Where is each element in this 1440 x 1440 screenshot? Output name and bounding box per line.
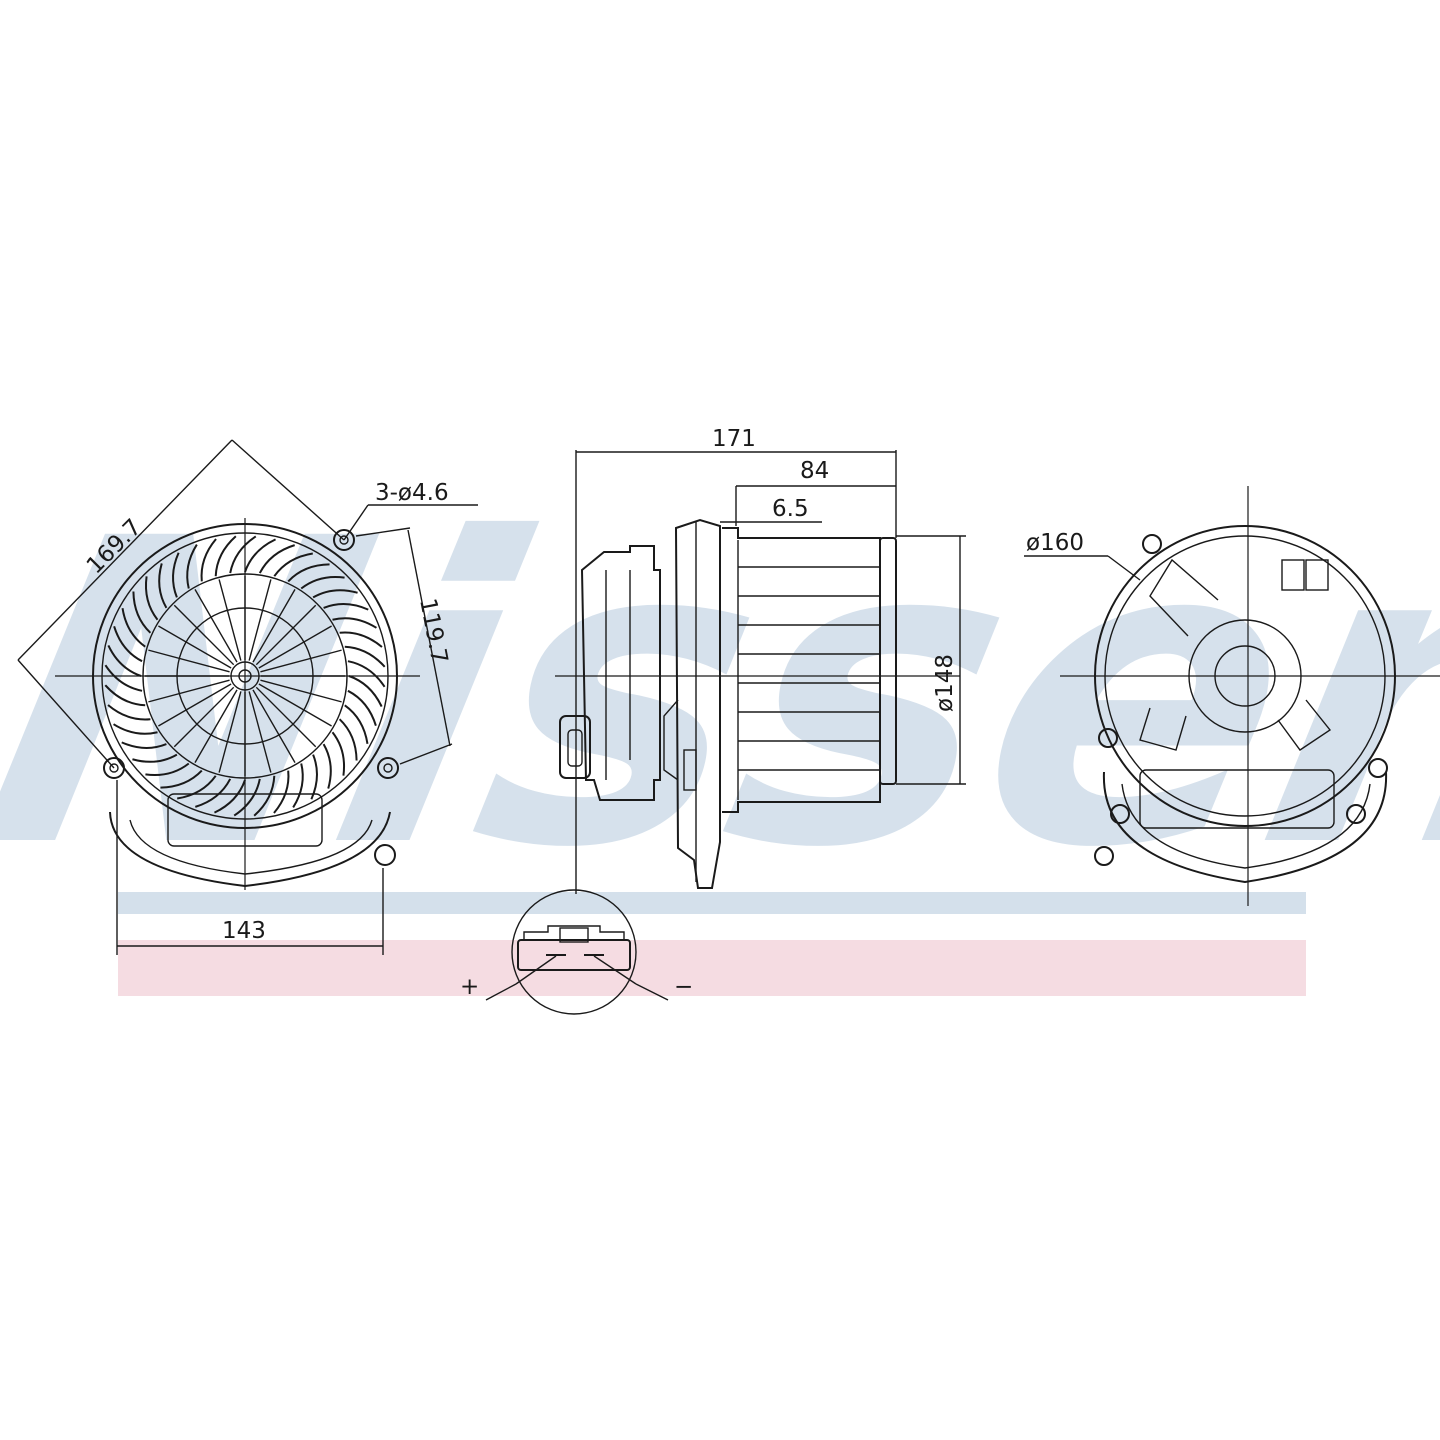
fan-blade xyxy=(121,741,167,749)
mount-hole-4 xyxy=(374,844,396,866)
fan-blade xyxy=(104,684,146,707)
fan-blade xyxy=(244,538,276,573)
rear-view: ø160 xyxy=(1024,486,1440,906)
fan-blade xyxy=(339,631,383,648)
motor-ribs xyxy=(738,566,880,771)
fan-spoke xyxy=(148,679,230,703)
fan-spoke xyxy=(194,689,238,763)
connector-minus-label: − xyxy=(674,974,693,1000)
fan-spoke xyxy=(252,589,296,663)
fan-blades xyxy=(104,535,386,817)
fan-blade xyxy=(200,538,217,582)
fan-blade xyxy=(158,563,168,609)
fan-spoke xyxy=(260,649,342,673)
fan-spoke xyxy=(248,579,272,661)
fan-blade xyxy=(273,770,290,814)
fan-blade xyxy=(214,779,246,814)
fan-blade xyxy=(107,704,151,721)
fan-spoke xyxy=(218,691,242,773)
mount-hole-1 xyxy=(333,529,355,551)
fan-blade xyxy=(132,591,152,634)
fan-spoke xyxy=(252,689,296,763)
fan-blade xyxy=(113,723,158,735)
fan-blade xyxy=(347,660,386,688)
fan-blade xyxy=(292,763,304,808)
fan-blade xyxy=(104,664,143,692)
fan-blade xyxy=(160,769,203,789)
fan-blade xyxy=(107,645,142,677)
fan-blade xyxy=(344,704,369,744)
side-view: 171 84 6.5 ø148 xyxy=(555,426,966,894)
connector-detail: + − xyxy=(460,889,693,1015)
fan-spoke xyxy=(260,679,342,703)
fan-blade xyxy=(348,675,383,707)
fan-spokes xyxy=(145,576,345,776)
fan-blade xyxy=(338,718,358,761)
fan-spoke xyxy=(248,691,272,773)
fan-spoke xyxy=(218,579,242,661)
dim-total-length: 171 xyxy=(712,426,756,452)
fan-blade xyxy=(287,563,330,583)
fan-spoke xyxy=(255,604,317,666)
fan-blade xyxy=(214,535,237,577)
fan-blade xyxy=(310,754,318,800)
fan-blade xyxy=(121,608,146,648)
fan-blade xyxy=(258,544,295,574)
fan-blade xyxy=(172,552,180,598)
fan-spoke xyxy=(173,686,235,748)
fan-spoke xyxy=(148,649,230,673)
fan-blade xyxy=(331,731,345,776)
fan-spoke xyxy=(255,686,317,748)
fan-blade xyxy=(253,775,276,817)
watermark-band-pink xyxy=(118,940,1306,996)
fan-blade xyxy=(195,778,232,808)
fan-blade xyxy=(323,603,369,611)
fan-spoke xyxy=(258,625,332,669)
fan-spoke xyxy=(158,683,232,727)
fan-spoke xyxy=(173,604,235,666)
dim-holes: 3-ø4.6 xyxy=(375,480,449,506)
fan-blade xyxy=(344,645,386,668)
fan-blade xyxy=(300,576,345,590)
mount-hole-2 xyxy=(103,757,125,779)
dim-front-width: 143 xyxy=(222,918,266,944)
fan-spoke xyxy=(194,589,238,663)
dim-motor-diameter: ø148 xyxy=(932,654,958,712)
fan-blade xyxy=(113,626,143,663)
fan-blade xyxy=(233,778,261,817)
fan-blade xyxy=(322,743,332,789)
fan-blade xyxy=(273,552,313,577)
fan-blade xyxy=(229,535,257,574)
fan-spoke xyxy=(258,683,332,727)
fan-spoke xyxy=(158,625,232,669)
watermark-band-blue xyxy=(118,892,1306,914)
fan-blade xyxy=(145,762,190,776)
fan-blade xyxy=(332,617,377,629)
dim-flange-offset: 6.5 xyxy=(772,496,809,522)
dim-motor-length: 84 xyxy=(800,458,829,484)
fan-blade xyxy=(186,544,198,589)
fan-blade xyxy=(347,689,377,726)
dim-outer-diameter: ø160 xyxy=(1026,530,1084,556)
fan-blade xyxy=(177,775,217,800)
fan-blade xyxy=(132,753,178,763)
fan-blade xyxy=(312,589,358,599)
connector-plus-label: + xyxy=(460,974,479,1000)
mount-hole-3 xyxy=(377,757,399,779)
fan-blade xyxy=(145,576,159,621)
